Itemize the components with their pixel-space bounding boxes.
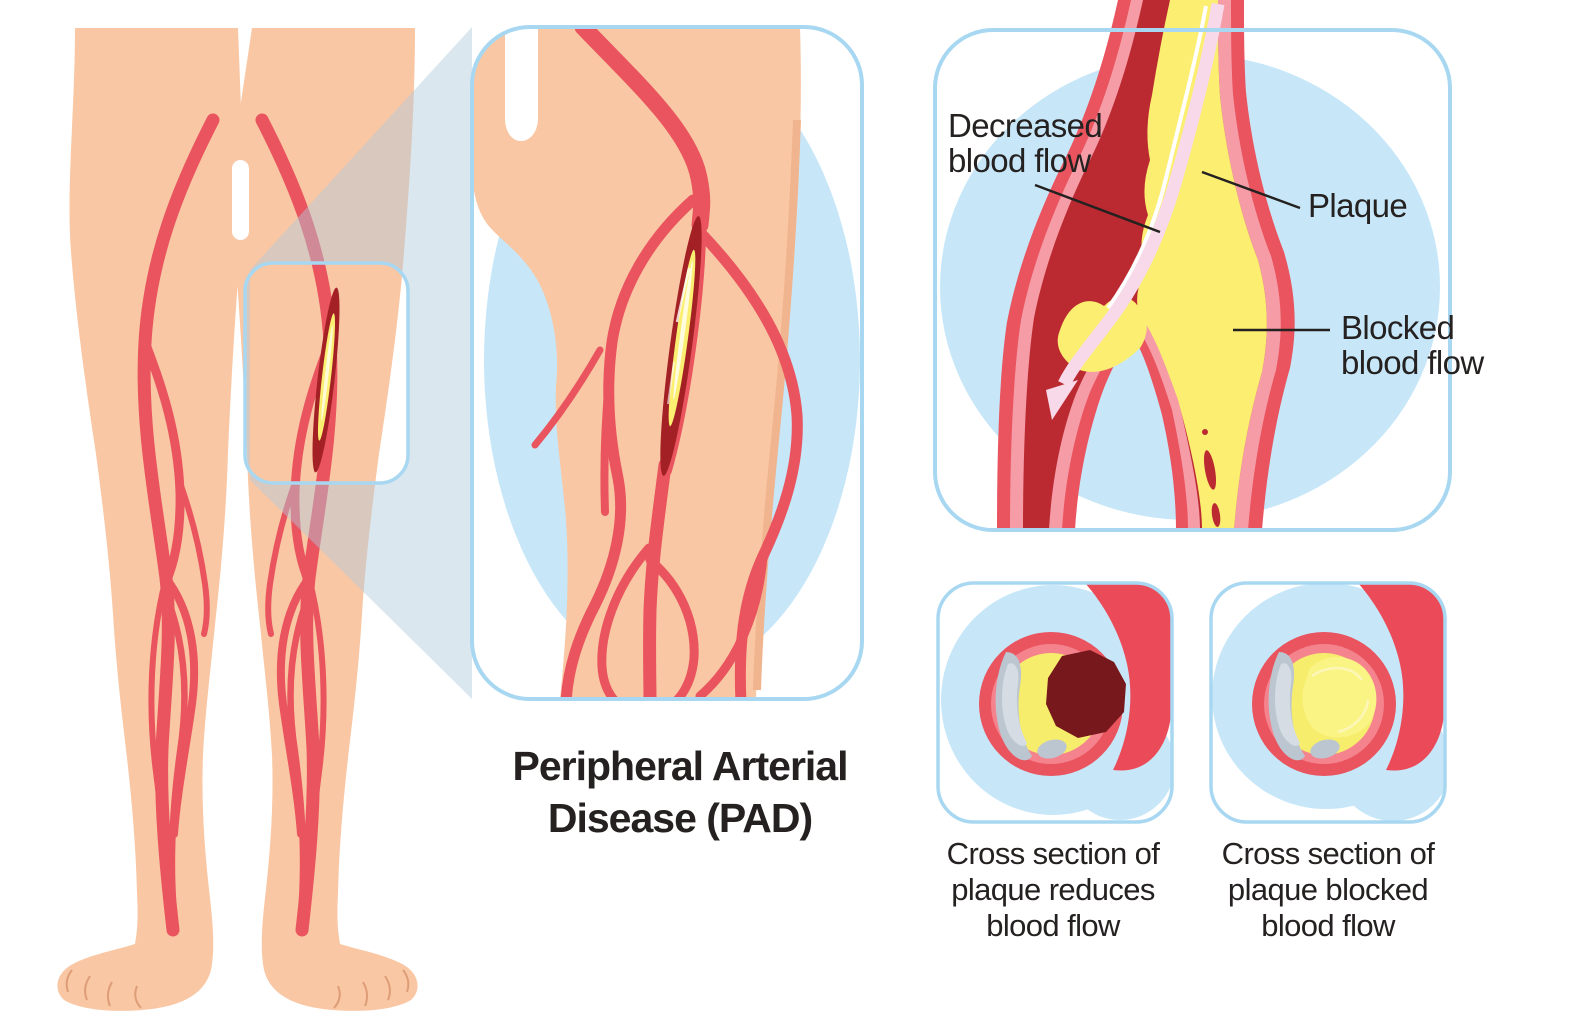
panel-border bbox=[933, 28, 1452, 532]
toe-lines bbox=[65, 969, 410, 1009]
leader-lines bbox=[1034, 170, 1330, 332]
blocked-label-line2: blood flow bbox=[1341, 344, 1484, 381]
arteries-left-leg bbox=[137, 113, 220, 937]
artery-bifurcation-panel bbox=[933, 0, 1452, 532]
blocked-blood-flow-label: Blocked blood flow bbox=[1341, 310, 1484, 380]
page-title: Peripheral Arterial Disease (PAD) bbox=[430, 740, 930, 844]
leader-decreased bbox=[1034, 183, 1161, 234]
bifurcated-artery bbox=[997, 0, 1295, 530]
crotch-gap-zoomed bbox=[505, 27, 538, 141]
arteries-right-leg bbox=[255, 113, 338, 937]
panel-border bbox=[1209, 581, 1447, 824]
zoom-beam bbox=[245, 27, 472, 699]
zoomed-leg-panel bbox=[470, 25, 864, 701]
plaque-segment-zoomed bbox=[660, 216, 702, 476]
decreased-label-line2: blood flow bbox=[948, 142, 1091, 179]
reduced-lumen bbox=[1046, 650, 1126, 738]
title-line2: Disease (PAD) bbox=[547, 795, 813, 841]
title-line1: Peripheral Arterial bbox=[512, 743, 849, 789]
panel-border bbox=[936, 581, 1174, 824]
blocked-label-line1: Blocked bbox=[1341, 309, 1455, 346]
cross-section-reduced-panel bbox=[936, 581, 1174, 824]
plaque-segment-leg bbox=[312, 287, 340, 473]
artery-tube bbox=[1358, 583, 1445, 771]
decreased-label-line1: Decreased bbox=[948, 107, 1103, 144]
cross-section-blocked-panel bbox=[1209, 581, 1447, 824]
caption-blocked-flow: Cross section of plaque blocked blood fl… bbox=[1221, 836, 1435, 943]
flow-highlight-line bbox=[1106, 5, 1208, 310]
artery-tube bbox=[1085, 583, 1172, 771]
plaque-label: Plaque bbox=[1308, 187, 1408, 224]
panel-border bbox=[470, 25, 864, 701]
crotch-gap bbox=[232, 160, 249, 240]
legs-figure bbox=[57, 28, 418, 1011]
decreased-blood-flow-label: Decreased blood flow bbox=[948, 107, 1103, 179]
zoom-highlight-rect bbox=[243, 261, 410, 485]
caption-reduced-flow: Cross section of plaque reduces blood fl… bbox=[946, 836, 1160, 943]
leader-plaque bbox=[1201, 170, 1301, 210]
